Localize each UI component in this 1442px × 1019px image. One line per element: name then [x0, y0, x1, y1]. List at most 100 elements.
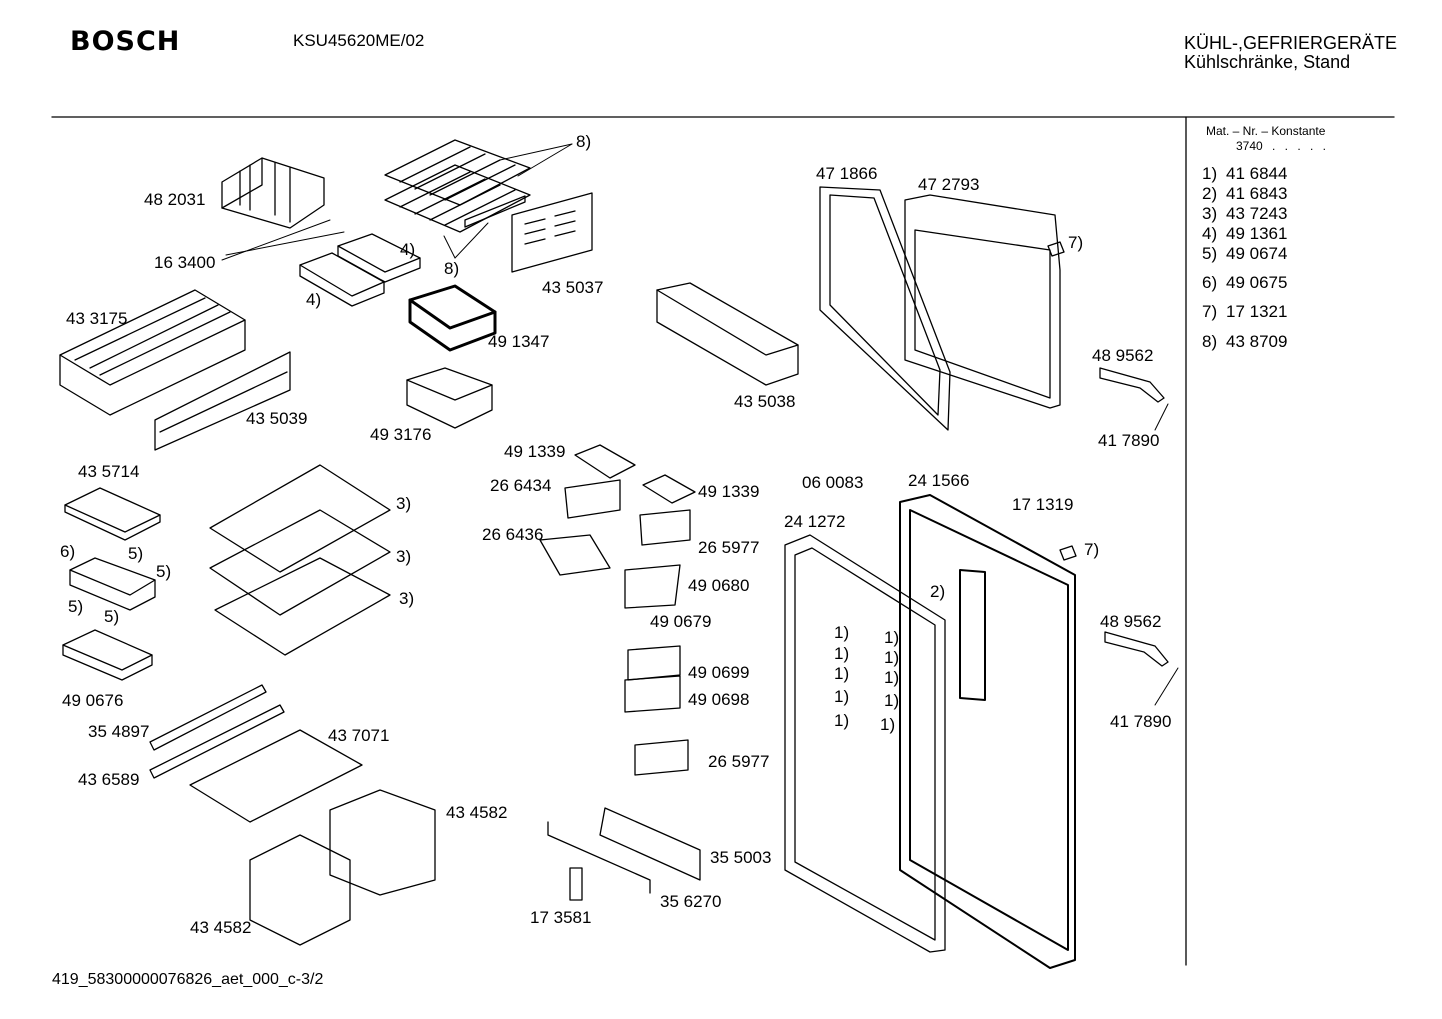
legend-key: 4)	[1202, 224, 1218, 243]
ice-cube-tray-part	[299, 233, 421, 307]
part-label: 24 1272	[784, 512, 846, 531]
fridge-door-part	[899, 494, 1076, 969]
part-label: 41 7890	[1098, 431, 1160, 450]
part-label: 43 5039	[246, 409, 308, 428]
part-label: 3)	[396, 547, 412, 566]
part-label: 43 5037	[542, 278, 604, 297]
part-label: 35 5003	[710, 848, 772, 867]
part-label: 3)	[399, 589, 415, 608]
model-number: KSU45620ME/02	[293, 31, 425, 50]
glass-shelf-part	[209, 464, 391, 656]
small-drawer-part	[406, 367, 493, 429]
cover-strip-part	[149, 684, 363, 823]
legend-key: 5)	[1202, 244, 1218, 263]
part-label: 43 3175	[66, 309, 128, 328]
freezer-door-part	[904, 194, 1061, 409]
part-label: 26 6436	[482, 525, 544, 544]
part-label: 1)	[834, 644, 850, 663]
legend-key: 6)	[1202, 273, 1218, 292]
legend-value: 43 7243	[1226, 204, 1288, 223]
legend-dots: . . . . .	[1272, 139, 1330, 153]
ice-tray-holder-part	[221, 157, 325, 229]
part-label: 43 5714	[78, 462, 140, 481]
part-label: 47 2793	[918, 175, 980, 194]
part-label: 43 4582	[190, 918, 252, 937]
part-label: 49 1339	[504, 442, 566, 461]
part-label: 48 9562	[1092, 346, 1154, 365]
legend-value: 41 6843	[1226, 184, 1288, 203]
part-label: 4)	[400, 240, 416, 259]
small-basket-part	[62, 557, 156, 681]
part-label: 48 2031	[144, 190, 206, 209]
legend-value: 43 8709	[1226, 332, 1288, 351]
door-bin-part	[656, 282, 799, 386]
part-label: 1)	[884, 668, 900, 687]
part-label: 43 4582	[446, 803, 508, 822]
part-label: 49 0680	[688, 576, 750, 595]
part-label: 4)	[306, 290, 322, 309]
part-label: 26 6434	[490, 476, 552, 495]
part-label: 49 0698	[688, 690, 750, 709]
legend-value: 49 0675	[1226, 273, 1288, 292]
legend-key: 3)	[1202, 204, 1218, 223]
part-label: 7)	[1084, 540, 1100, 559]
part-label: 7)	[1068, 233, 1084, 252]
part-label: 49 0676	[62, 691, 124, 710]
part-label: 26 5977	[708, 752, 770, 771]
part-label: 17 1319	[1012, 495, 1074, 514]
part-label: 5)	[128, 544, 144, 563]
vegetable-crisper-part	[249, 789, 436, 946]
part-label: 43 7071	[328, 726, 390, 745]
part-label: 43 6589	[78, 770, 140, 789]
legend-value: 49 1361	[1226, 224, 1288, 243]
crisper-drawer-part	[59, 289, 246, 416]
part-label: 1)	[884, 628, 900, 647]
egg-rack-part	[574, 444, 696, 504]
part-label: 8)	[444, 259, 460, 278]
plate-holder-part	[64, 487, 161, 541]
part-label: 5)	[104, 607, 120, 626]
part-label: 16 3400	[154, 253, 216, 272]
part-label: 26 5977	[698, 538, 760, 557]
part-label: 2)	[930, 582, 946, 601]
legend-key: 7)	[1202, 302, 1218, 321]
legend-value: 49 0674	[1226, 244, 1288, 263]
part-label: 49 0699	[688, 663, 750, 682]
part-label: 1)	[834, 687, 850, 706]
part-label: 41 7890	[1110, 712, 1172, 731]
legend-key: 2)	[1202, 184, 1218, 203]
part-label: 49 0679	[650, 612, 712, 631]
document-reference: 419_58300000076826_aet_000_c-3/2	[52, 971, 324, 988]
leader-lines	[221, 143, 1179, 706]
category-line-2: Kühlschränke, Stand	[1184, 52, 1351, 72]
part-label: 48 9562	[1100, 612, 1162, 631]
legend-key: 8)	[1202, 332, 1218, 351]
part-label: 49 1339	[698, 482, 760, 501]
handle-part	[1099, 367, 1169, 667]
part-label: 5)	[156, 562, 172, 581]
door-gasket-part	[784, 534, 946, 953]
freezer-door-gasket-part	[819, 186, 951, 431]
hinge-cap-part	[1047, 241, 1077, 561]
legend-heading: Mat. – Nr. – Konstante	[1206, 124, 1326, 138]
part-label: 1)	[834, 711, 850, 730]
rail-part	[154, 351, 291, 451]
door-shelf-part	[539, 479, 701, 881]
part-label: 06 0083	[802, 473, 864, 492]
part-label: 1)	[834, 664, 850, 683]
part-label: 24 1566	[908, 471, 970, 490]
legend-value: 17 1321	[1226, 302, 1288, 321]
part-label: 1)	[884, 691, 900, 710]
part-label: 35 6270	[660, 892, 722, 911]
wire-shelf-part	[384, 139, 531, 233]
part-label: 5)	[68, 597, 84, 616]
legend-value: 41 6844	[1226, 164, 1288, 183]
legend-constant: 3740	[1236, 139, 1263, 153]
part-label: 6)	[60, 542, 76, 561]
part-label: 1)	[834, 623, 850, 642]
frame-part	[408, 284, 497, 352]
brand-logo: BOSCH	[70, 26, 181, 57]
part-label: 1)	[884, 648, 900, 667]
part-label: 3)	[396, 494, 412, 513]
